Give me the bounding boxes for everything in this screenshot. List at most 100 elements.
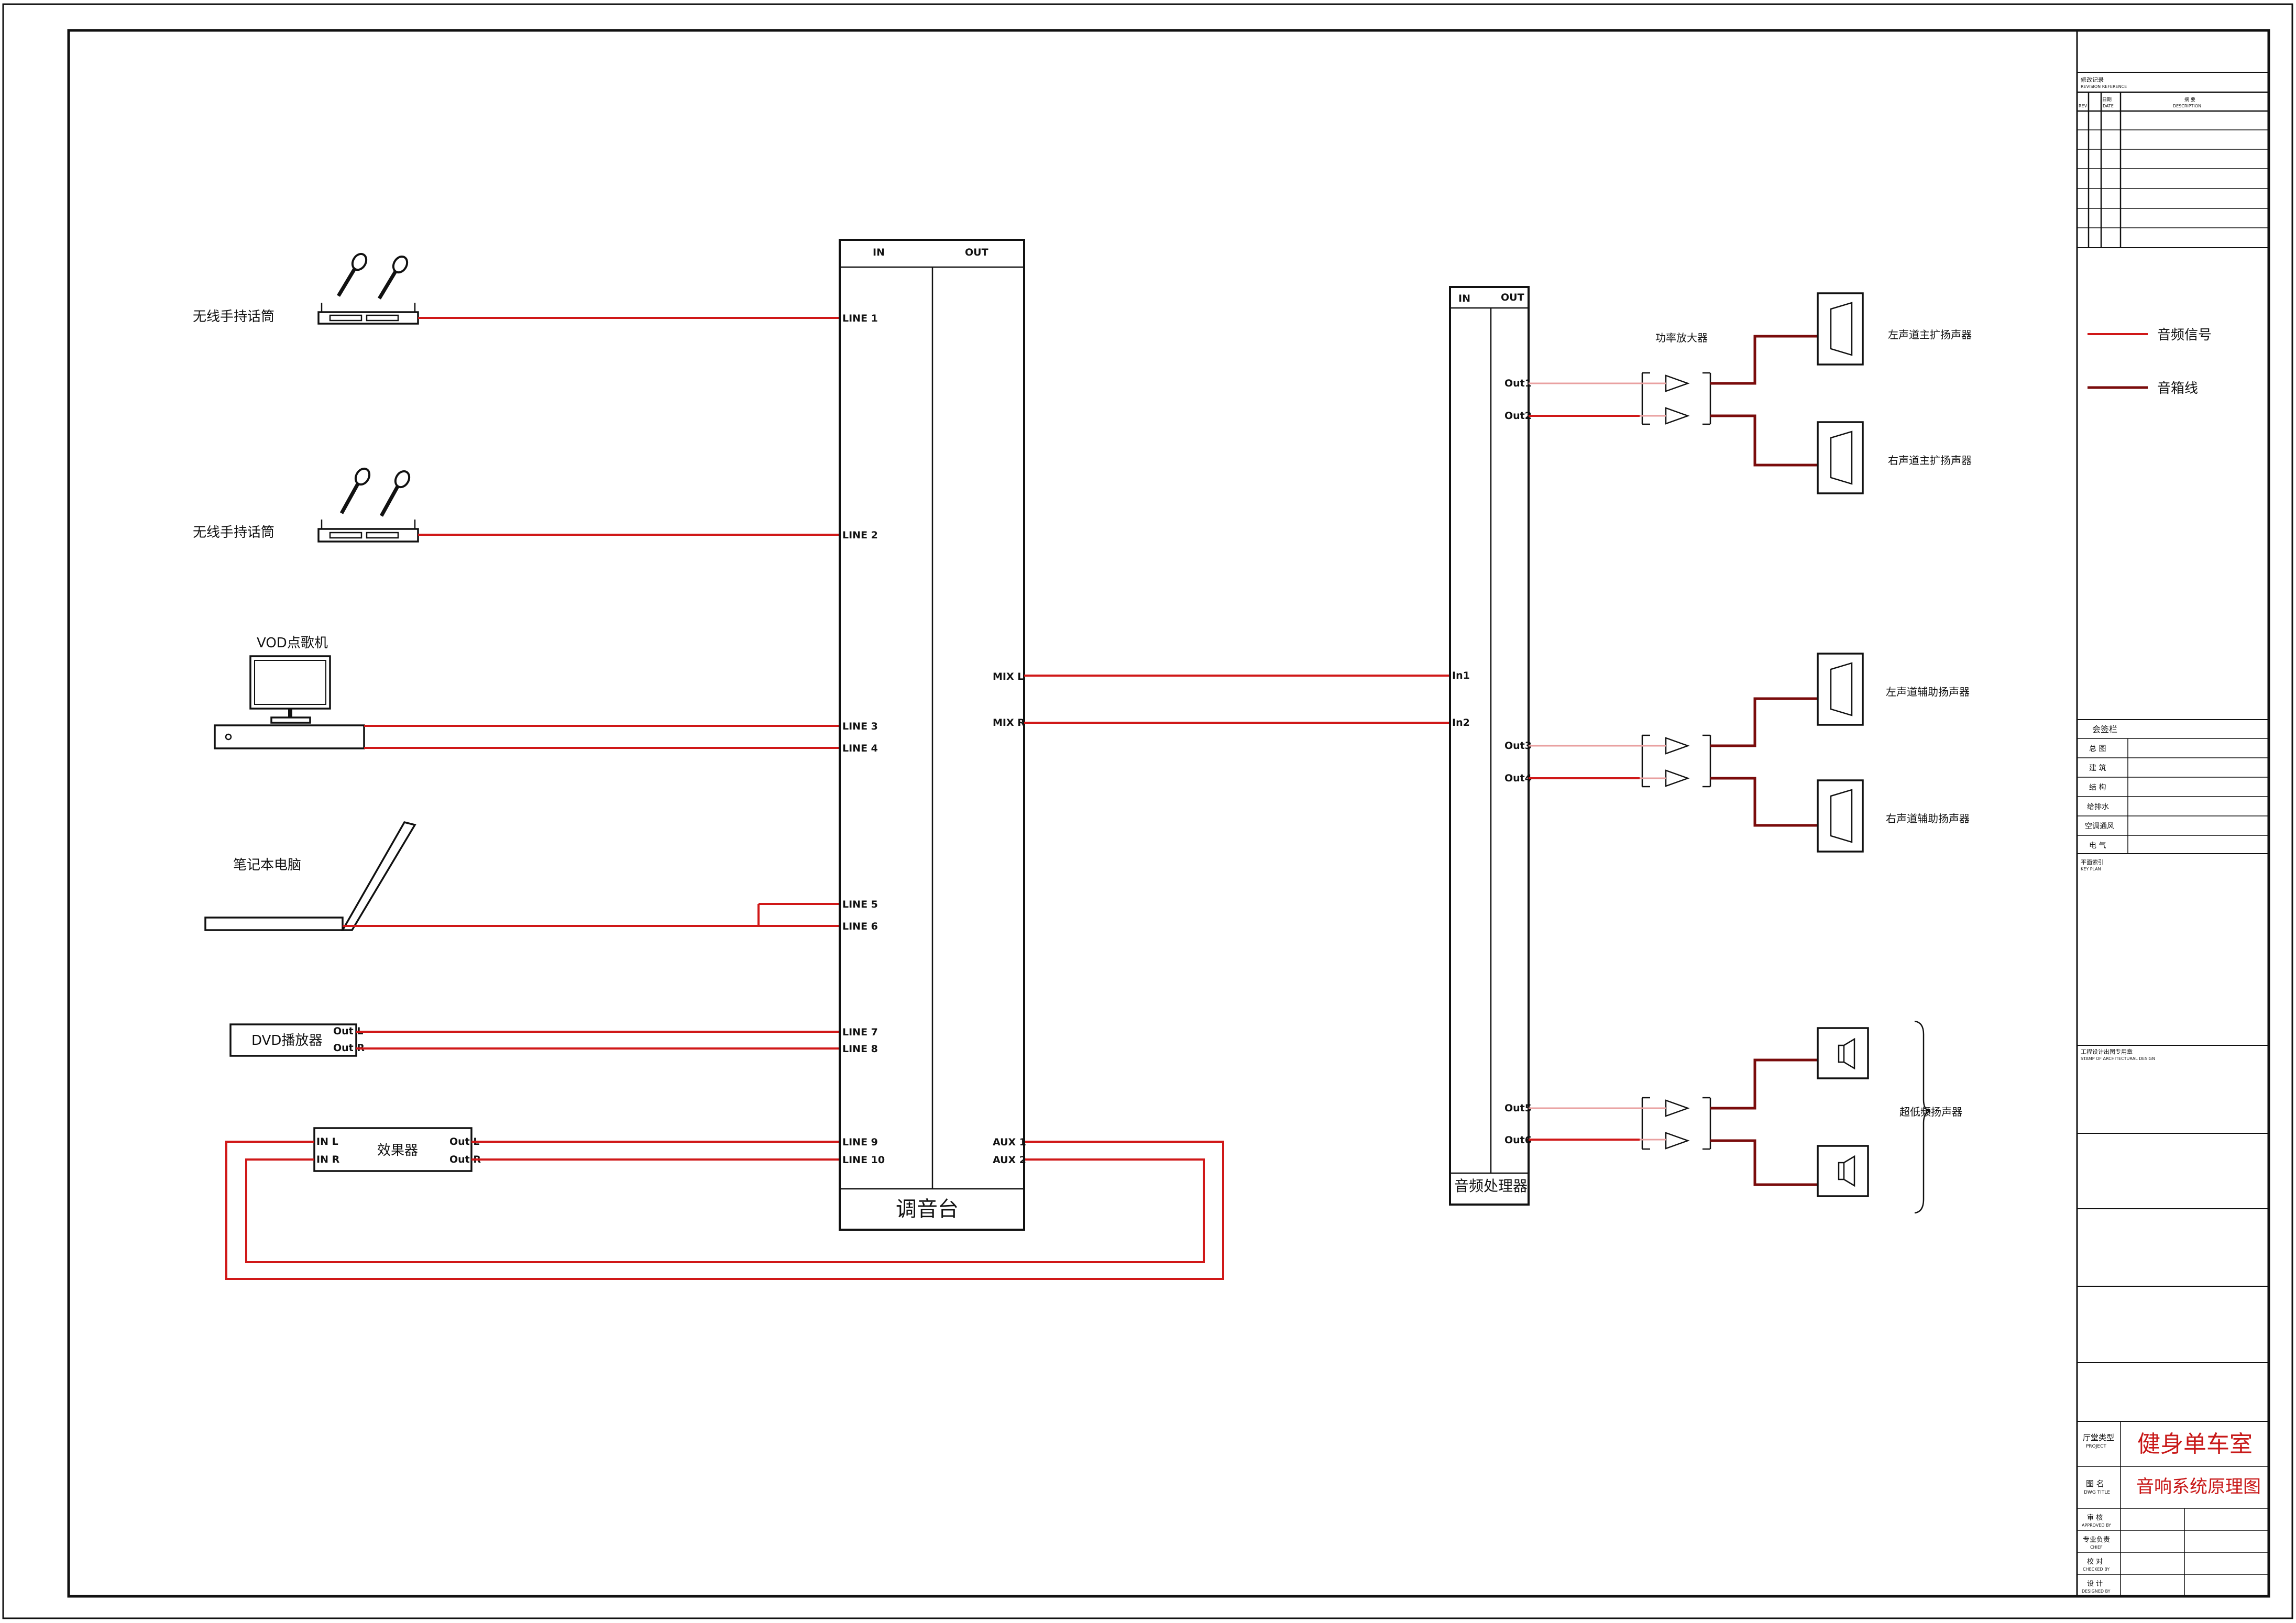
key-plan-label: 平面索引 xyxy=(2081,858,2104,866)
processor-out-4: Out4 xyxy=(1504,772,1532,784)
processor-out-3: Out3 xyxy=(1504,740,1532,752)
approval-1-en: APPROVED BY xyxy=(2082,1523,2111,1528)
speaker-aux-left: 左声道辅助扬声器 xyxy=(1817,653,1970,726)
outer-frame xyxy=(2,3,2293,1619)
mixer-frame xyxy=(839,239,1025,1231)
dvd-box xyxy=(229,1023,357,1057)
amplifier-icon xyxy=(1665,1099,1690,1117)
dvd-out-l: Out L xyxy=(333,1025,363,1037)
approval-1: 审 核 xyxy=(2087,1514,2103,1522)
subwoofer-label: 超低频扬声器 xyxy=(1899,1106,1962,1118)
mixer-input-3: LINE 3 xyxy=(842,721,878,732)
legend-signal: 音频信号 xyxy=(2157,327,2212,343)
approval-4: 设 计 xyxy=(2087,1580,2103,1588)
sign-table: 会签栏 总 图 建 筑 结 构 给排水 空调通风 电 气 xyxy=(2077,719,2269,854)
amp-label: 功率放大器 xyxy=(1655,332,1708,344)
vod-player: VOD点歌机 xyxy=(214,635,365,749)
mic2-label: 无线手持话筒 xyxy=(193,525,274,540)
mixer-input-2: LINE 2 xyxy=(842,529,878,541)
effects-out-r: Out R xyxy=(449,1154,481,1165)
effects-box xyxy=(313,1127,473,1172)
processor-in-header: IN xyxy=(1458,293,1470,304)
mixer-in-header: IN xyxy=(873,247,885,258)
sign-row-5: 空调通风 xyxy=(2085,822,2114,831)
mixer-input-10: LINE 10 xyxy=(842,1154,885,1166)
laptop: 笔记本电脑 xyxy=(204,821,416,931)
subwoofer-1 xyxy=(1817,1027,1869,1079)
approval-3: 校 对 xyxy=(2087,1558,2103,1566)
mixer-input-1: LINE 1 xyxy=(842,313,878,324)
subwoofer-2 xyxy=(1817,1145,1869,1197)
speaker-aux-right-label: 右声道辅助扬声器 xyxy=(1886,812,1970,825)
mic1-label: 无线手持话筒 xyxy=(193,309,274,325)
key-plan-label-en: KEY PLAN xyxy=(2081,867,2101,871)
effects-out-l: Out L xyxy=(449,1136,479,1147)
laptop-icon xyxy=(204,821,416,931)
amplifier-icon xyxy=(1665,1132,1690,1150)
sign-row-2: 建 筑 xyxy=(2089,764,2106,772)
approval-3-en: CHECKED BY xyxy=(2083,1567,2110,1572)
sign-row-3: 结 构 xyxy=(2089,783,2106,792)
sign-title: 会签栏 xyxy=(2092,724,2117,734)
amplifier-1 xyxy=(1640,372,1711,425)
processor-in-2: In2 xyxy=(1452,717,1470,728)
wireless-mic-1: 无线手持话筒 xyxy=(193,252,419,325)
approval-2: 专业负责 xyxy=(2083,1536,2110,1544)
mixer-input-4: LINE 4 xyxy=(842,743,878,754)
approval-2-en: CHIEF xyxy=(2090,1545,2103,1550)
effects-in-l: IN L xyxy=(316,1136,338,1147)
mixer-input-6: LINE 6 xyxy=(842,921,878,932)
processor-out-2: Out2 xyxy=(1504,410,1532,422)
speaker-main-left-label: 左声道主扩扬声器 xyxy=(1888,328,1972,341)
mixer-output-aux-1: AUX 1 xyxy=(993,1136,1026,1148)
mixer-output-mix-l: MIX L xyxy=(993,671,1024,682)
speaker-main-right: 右声道主扩扬声器 xyxy=(1817,421,1972,494)
stamp-label-en: STAMP OF ARCHITECTURAL DESIGN xyxy=(2081,1056,2155,1061)
revision-title: 修改记录 xyxy=(2081,76,2104,83)
mixer-input-9: LINE 9 xyxy=(842,1136,878,1148)
amplifier-icon xyxy=(1665,737,1690,755)
processor-out-6: Out6 xyxy=(1504,1134,1532,1146)
mixer-title: 调音台 xyxy=(896,1197,959,1221)
processor-in-1: In1 xyxy=(1452,670,1470,681)
approval-4-en: DESIGNED BY xyxy=(2082,1589,2111,1594)
mixer-output-aux-2: AUX 2 xyxy=(993,1154,1026,1166)
processor-out-header: OUT xyxy=(1501,292,1524,303)
processor-out-5: Out5 xyxy=(1504,1102,1532,1114)
revision-title-en: REVISION REFERENCE xyxy=(2081,84,2127,89)
dvd-out-r: Out R xyxy=(333,1042,365,1054)
receiver-icon xyxy=(317,520,419,543)
speaker-icon xyxy=(1817,1027,1869,1079)
stamp-label: 工程设计出图专用章 xyxy=(2081,1048,2133,1055)
stamp-area: 工程设计出图专用章 STAMP OF ARCHITECTURAL DESIGN xyxy=(2077,1048,2269,1363)
receiver-icon xyxy=(317,303,419,325)
speaker-icon xyxy=(1817,653,1864,726)
speaker-aux-left-label: 左声道辅助扬声器 xyxy=(1886,686,1970,698)
effects-processor: 效果器 IN L IN R Out L Out R xyxy=(313,1127,481,1172)
project-label: 厅堂类型 xyxy=(2083,1433,2114,1442)
processor-out-1: Out1 xyxy=(1504,378,1532,389)
speaker-icon xyxy=(1817,421,1864,494)
mixer-output-mix-r: MIX R xyxy=(993,717,1025,728)
legend-speaker-cable: 音箱线 xyxy=(2157,381,2198,396)
speaker-aux-right: 右声道辅助扬声器 xyxy=(1817,779,1970,853)
amplifier-2 xyxy=(1640,734,1711,788)
wireless-mic-2: 无线手持话筒 xyxy=(193,467,419,543)
microphone-icon xyxy=(339,467,411,517)
vod-box xyxy=(214,724,365,749)
speaker-icon xyxy=(1817,1145,1869,1197)
key-plan: 平面索引 KEY PLAN xyxy=(2077,858,2269,1046)
revision-rev: REV xyxy=(2079,104,2088,108)
mixer: IN OUT 调音台 LINE 1 LINE 2 LINE 3 LINE 4 L… xyxy=(839,239,1026,1231)
sign-row-6: 电 气 xyxy=(2089,842,2106,850)
title-block: 修改记录 REVISION REFERENCE REV 日期 DATE 摘 要 … xyxy=(2076,30,2269,1597)
dvd-label: DVD播放器 xyxy=(251,1033,322,1048)
audio-processor: IN OUT 音频处理器 In1 In2 Out1 Out2 Out3 Out4… xyxy=(1449,286,1532,1206)
drawing-label: 图 名 xyxy=(2086,1479,2104,1488)
drawing-name: 音响系统原理图 xyxy=(2136,1476,2261,1497)
monitor-icon xyxy=(249,655,331,724)
laptop-label: 笔记本电脑 xyxy=(233,857,301,873)
revision-date: DATE xyxy=(2103,104,2114,108)
effects-in-r: IN R xyxy=(316,1154,340,1165)
